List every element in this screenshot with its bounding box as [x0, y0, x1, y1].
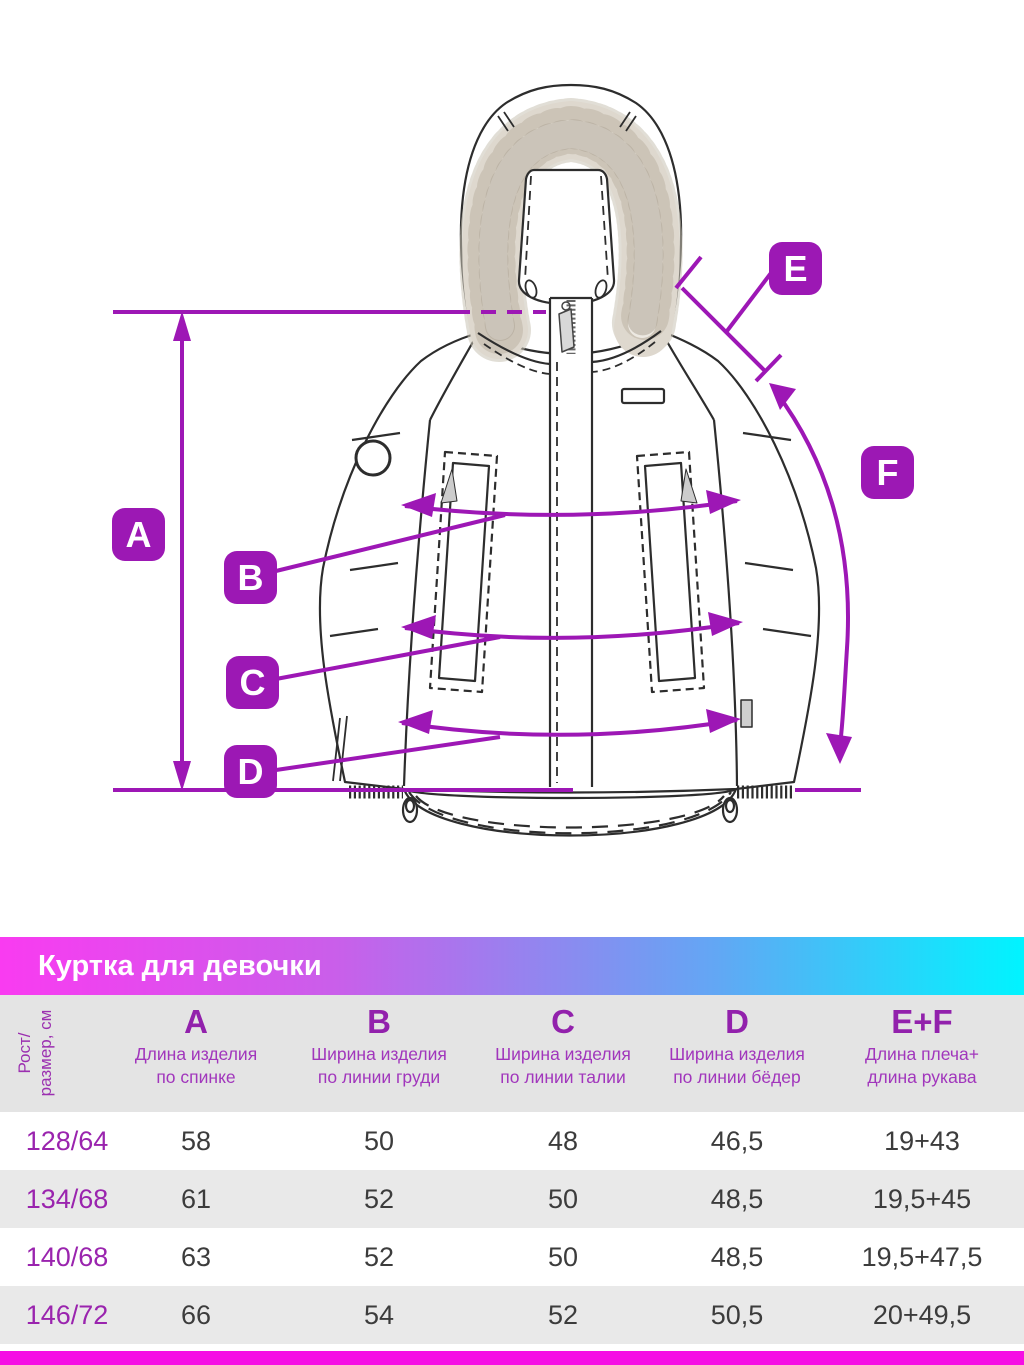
column-letter: D: [725, 1003, 749, 1040]
corner-line2: размер, см: [36, 1009, 55, 1097]
value-a: 58: [180, 1126, 212, 1156]
measure-line-b: [404, 499, 738, 517]
badge-f: F: [861, 446, 914, 499]
leader-c: [275, 635, 501, 681]
table-row: 146/72 66 54 52 50,5 20+49,5: [0, 1286, 1024, 1344]
face-opening: [517, 168, 616, 306]
value-a: 63: [180, 1242, 212, 1272]
bottom-accent-bar: [0, 1351, 1024, 1365]
leader-e: [725, 271, 773, 333]
badge-a: A: [112, 508, 165, 561]
measure-line-f: [774, 390, 850, 756]
column-desc: по спинке: [156, 1067, 236, 1087]
column-header-ef: E+F Длина плеча+ длина рукава: [827, 995, 1017, 1112]
value-d: 48,5: [710, 1242, 764, 1272]
measure-line-e: [680, 286, 768, 374]
value-ef: 19,5+45: [872, 1184, 972, 1214]
sleeve-seam-left: [402, 419, 432, 787]
hood-notches: [497, 111, 637, 132]
badge-b: B: [224, 551, 277, 604]
column-letter: E+F: [891, 1003, 953, 1040]
column-desc: по линии бёдер: [673, 1067, 801, 1087]
column-desc: Длина плеча+: [864, 1044, 979, 1064]
pocket-right: [635, 450, 706, 694]
title-bar: Куртка для девочки: [0, 937, 1024, 995]
value-a: 66: [180, 1300, 212, 1330]
value-b: 54: [363, 1300, 395, 1330]
value-c: 50: [547, 1184, 579, 1214]
value-ef: 19,5+47,5: [861, 1242, 983, 1272]
column-desc: по линии талии: [500, 1067, 626, 1087]
column-desc: по линии груди: [317, 1067, 441, 1087]
value-c: 50: [547, 1242, 579, 1272]
measure-line-c: [404, 621, 740, 640]
table-header-band: [0, 995, 1024, 1112]
column-header-b: B Ширина изделия по линии груди: [290, 995, 468, 1112]
value-d: 48,5: [710, 1184, 764, 1214]
column-letter: C: [551, 1003, 575, 1040]
value-b: 52: [363, 1242, 395, 1272]
leader-b: [275, 513, 506, 573]
size-label: 128/64: [25, 1126, 109, 1156]
drawcord-toggle-left: [524, 279, 538, 299]
column-letter: A: [184, 1003, 208, 1040]
badge-c: C: [226, 656, 279, 709]
column-desc: Длина изделия: [134, 1044, 258, 1064]
value-ef: 19+43: [884, 1126, 960, 1156]
column-desc: Ширина изделия: [495, 1044, 631, 1064]
value-a: 61: [180, 1184, 212, 1214]
column-header-a: A Длина изделия по спинке: [107, 995, 285, 1112]
table-row: 128/64 58 50 48 46,5 19+43: [0, 1112, 1024, 1170]
column-desc: Ширина изделия: [311, 1044, 447, 1064]
sleeve-snap: [354, 439, 392, 477]
jacket-technical-drawing: [113, 83, 861, 837]
corner-header-height-size: Рост/ размер, см: [14, 988, 58, 1118]
value-d: 50,5: [710, 1300, 764, 1330]
measure-line-d: [401, 718, 738, 737]
page-title: Куртка для девочки: [38, 950, 322, 982]
value-b: 52: [363, 1184, 395, 1214]
corner-line1: Рост/: [15, 1032, 34, 1074]
drawcord-toggle-right: [594, 279, 608, 299]
value-ef: 20+49,5: [872, 1300, 972, 1330]
leader-d: [275, 735, 501, 772]
column-desc: Ширина изделия: [669, 1044, 805, 1064]
value-c: 48: [547, 1126, 579, 1156]
size-label: 134/68: [25, 1184, 109, 1214]
value-b: 50: [363, 1126, 395, 1156]
zipper-pull: [558, 308, 575, 353]
pocket-left: [428, 450, 499, 694]
column-desc: длина рукава: [867, 1067, 977, 1087]
table-row: 140/68 63 52 50 48,5 19,5+47,5: [0, 1228, 1024, 1286]
value-d: 46,5: [710, 1126, 764, 1156]
size-label: 146/72: [25, 1300, 109, 1330]
hood-fur: [459, 98, 683, 362]
value-c: 52: [547, 1300, 579, 1330]
collar-and-zipper: [477, 296, 662, 787]
back-hem: [401, 787, 739, 837]
badge-d: D: [224, 745, 277, 798]
column-letter: B: [367, 1003, 391, 1040]
measurement-lines: [113, 255, 861, 792]
column-header-c: C Ширина изделия по линии талии: [474, 995, 652, 1112]
sleeve-seam-right: [712, 419, 739, 787]
size-label: 140/68: [25, 1242, 109, 1272]
chest-label: [620, 387, 666, 405]
cuff-slit-left: [332, 715, 348, 782]
column-header-d: D Ширина изделия по линии бёдер: [648, 995, 826, 1112]
jacket-body: [318, 329, 821, 799]
badge-e: E: [769, 242, 822, 295]
table-row: 134/68 61 52 50 48,5 19,5+45: [0, 1170, 1024, 1228]
reflective-tab: [740, 699, 753, 728]
